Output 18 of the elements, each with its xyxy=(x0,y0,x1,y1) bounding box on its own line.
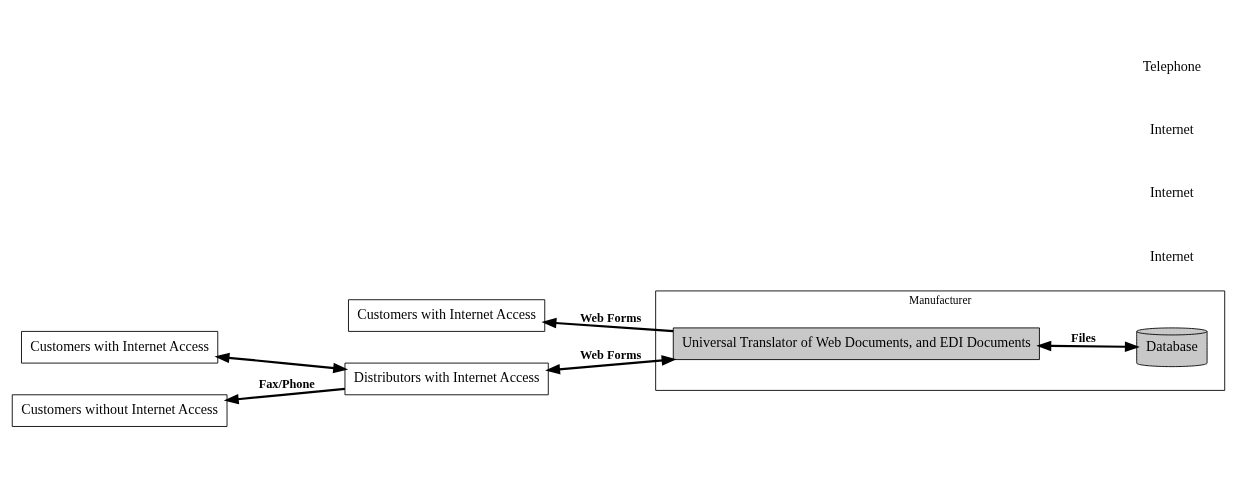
node-box: Customers without Internet Access xyxy=(11,393,228,427)
label: Internet xyxy=(1150,247,1194,264)
edge-label: Fax/Phone xyxy=(258,376,315,391)
node-box: Universal Translator of Web Documents, and EDI Documents xyxy=(672,326,1040,360)
label: Telephone xyxy=(1142,57,1202,74)
edge-label: Web Forms xyxy=(579,347,642,362)
label: Internet xyxy=(1150,120,1194,137)
node-box: Customers with Internet Access xyxy=(21,330,219,364)
node-box: Customers with Internet Access xyxy=(348,298,546,332)
arrow xyxy=(214,352,349,373)
edge-label: Files xyxy=(1071,330,1096,345)
arrow xyxy=(1036,340,1140,352)
arrow xyxy=(223,387,345,404)
arrow xyxy=(541,317,674,332)
node-box: Distributors with Internet Access xyxy=(344,362,549,395)
edge-label: Web Forms xyxy=(579,310,642,325)
label: Internet xyxy=(1150,183,1194,200)
arrow xyxy=(545,354,677,374)
